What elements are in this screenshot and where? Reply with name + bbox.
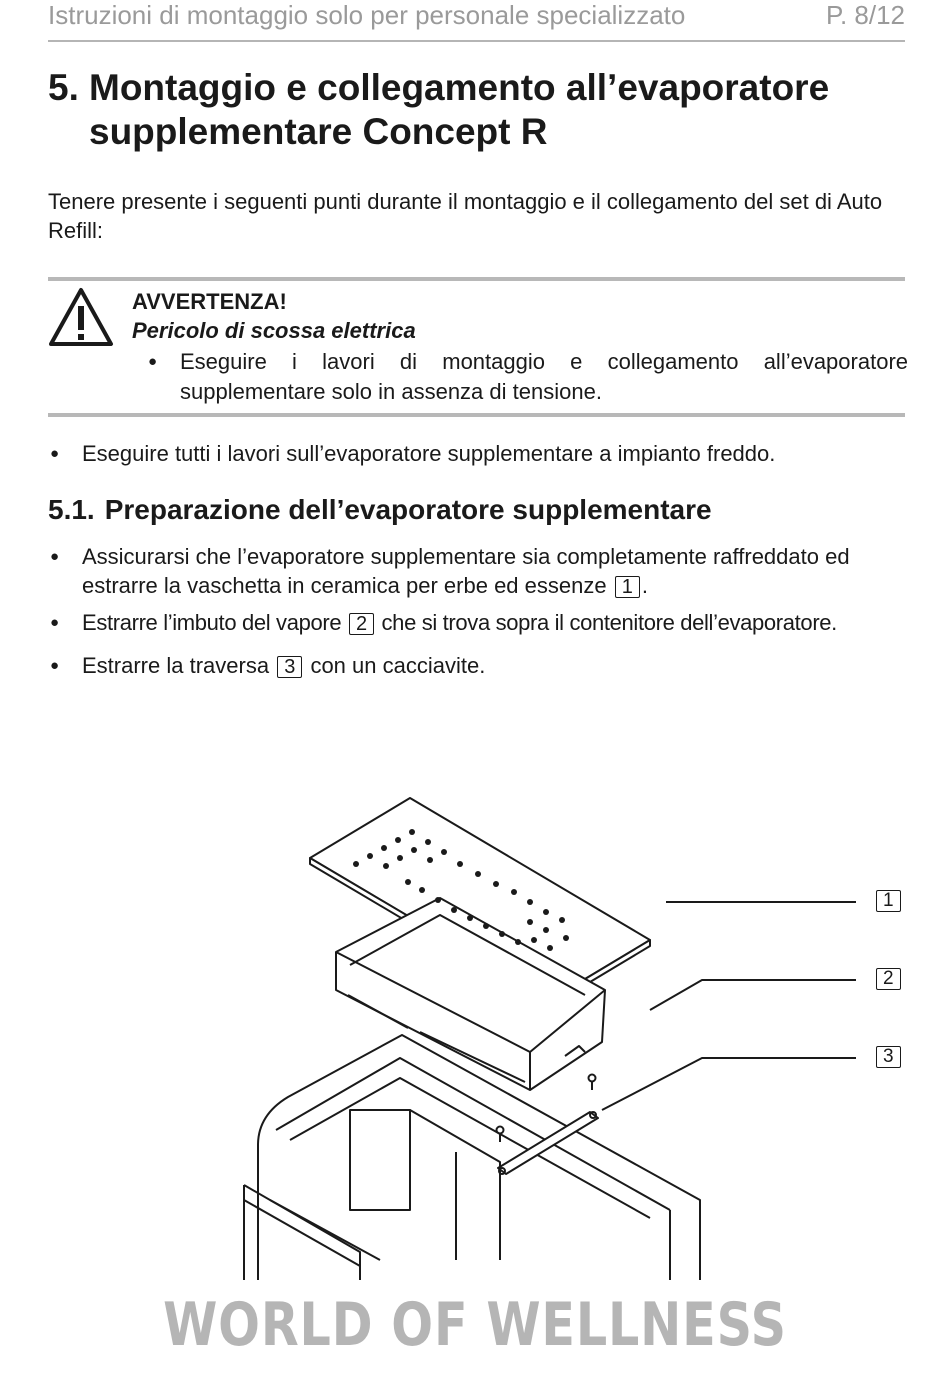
subsection-title-text: Preparazione dell’evaporatore supplement… — [104, 494, 712, 525]
warning-subheading: Pericolo di scossa elettrica — [132, 318, 416, 343]
reference-box: 2 — [348, 613, 374, 635]
list-item: ● Estrarre la traversa 3 con un cacciavi… — [48, 651, 908, 680]
callout-label-3: 3 — [876, 1046, 901, 1068]
intro-paragraph: Tenere presente i seguenti punti durante… — [48, 189, 883, 243]
step-text: che si trova sopra il contenitore dell’e… — [381, 610, 838, 635]
header-title: Istruzioni di montaggio solo per persona… — [48, 0, 686, 30]
list-item: ● Eseguire tutti i lavori sull’evaporato… — [48, 439, 908, 468]
warning-item-text: Eseguire i lavori di montaggio e collega… — [180, 349, 908, 404]
step-text: Estrarre l’imbuto del vapore — [82, 610, 342, 635]
bullet-icon: ● — [50, 657, 60, 674]
bullet-icon: ● — [50, 445, 60, 462]
page-number: P. 8/12 — [825, 0, 905, 30]
step-text: Assicurarsi che l’evaporatore supplement… — [82, 544, 850, 598]
reference-box: 1 — [614, 576, 640, 598]
list-item: ● Assicurarsi che l’evaporatore suppleme… — [48, 542, 908, 600]
step-text: . — [641, 573, 648, 598]
page-header: Istruzioni di montaggio solo per persona… — [48, 0, 905, 42]
bullet-icon: ● — [50, 614, 59, 631]
warning-heading: AVVERTENZA! — [132, 289, 287, 314]
bullet-icon: ● — [50, 548, 60, 565]
callout-label-2: 2 — [876, 968, 901, 990]
list-item: ● Estrarre l’imbuto del vapore 2 che si … — [48, 608, 908, 637]
bullet-icon: ● — [148, 353, 158, 370]
section-title: 5. Montaggio e collegamento all’evaporat… — [48, 66, 908, 154]
brand-footer: WORLD OF WELLNESS — [163, 1290, 787, 1360]
warning-box: AVVERTENZA! Pericolo di scossa elettrica… — [48, 277, 908, 417]
section-number: 5. — [48, 67, 79, 108]
subsection-title: 5.1. Preparazione dell’evaporatore supple… — [48, 494, 712, 526]
evaporator-illustration: 1 2 3 — [230, 790, 920, 1285]
step-text: con un cacciavite. — [310, 653, 486, 678]
warning-item: ● Eseguire i lavori di montaggio e colle… — [148, 347, 908, 407]
step-text: Estrarre la traversa — [82, 653, 270, 678]
subsection-number: 5.1. — [48, 494, 95, 525]
section-title-text: Montaggio e collegamento all’evaporatore… — [89, 67, 830, 152]
list-item-text: Eseguire tutti i lavori sull’evaporatore… — [82, 441, 776, 466]
callout-label-1: 1 — [876, 890, 901, 912]
warning-triangle-icon — [49, 288, 113, 346]
reference-box: 3 — [277, 656, 303, 678]
exploded-view-drawing — [243, 797, 856, 1280]
